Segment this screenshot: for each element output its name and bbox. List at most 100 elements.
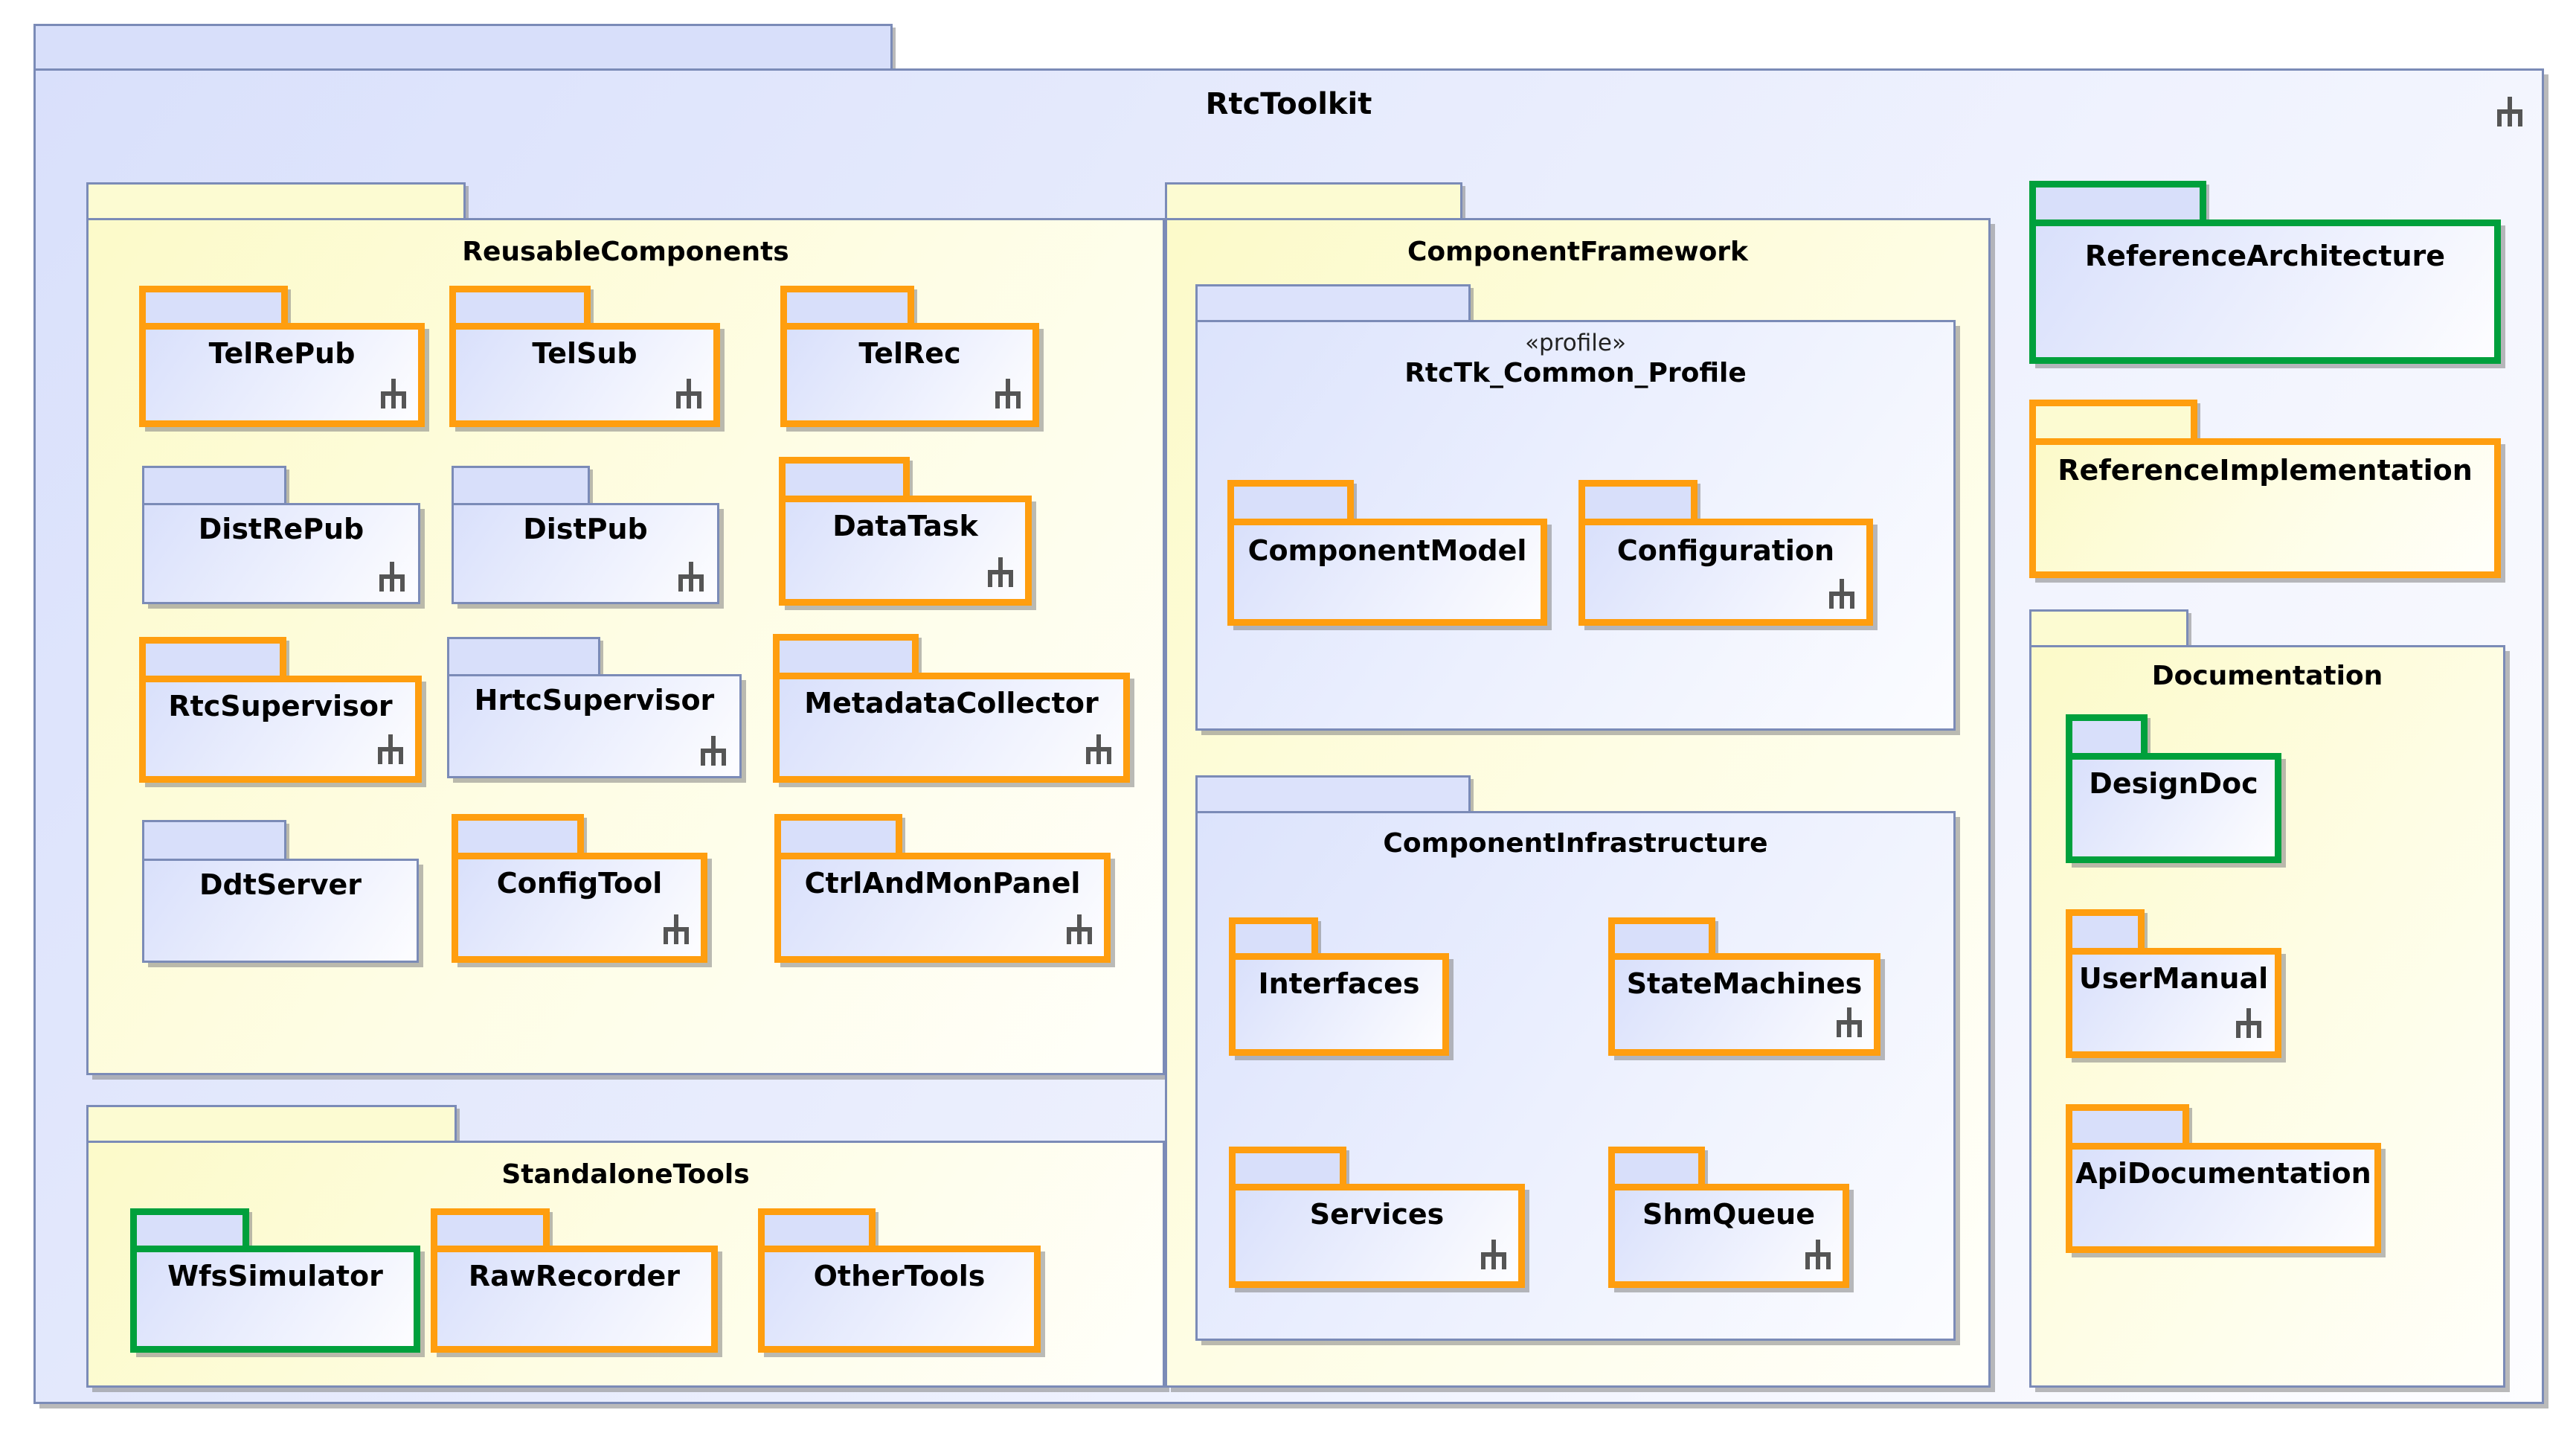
package-tab — [1227, 480, 1354, 522]
package-metadatacollector[interactable]: MetadataCollector — [773, 634, 1130, 783]
package-fork-icon — [988, 557, 1013, 587]
package-tab — [2029, 609, 2188, 647]
package-label: DesignDoc — [2089, 767, 2258, 800]
package-componentframework[interactable]: ComponentFramework «profile» RtcTk_Commo… — [1165, 182, 1991, 1388]
package-label: DistPub — [523, 513, 648, 545]
package-rtcsupervisor[interactable]: RtcSupervisor — [139, 637, 422, 783]
package-body: DistPub — [452, 503, 719, 604]
package-interfaces[interactable]: Interfaces — [1229, 917, 1449, 1056]
package-distpub[interactable]: DistPub — [452, 466, 719, 604]
package-rtctoolkit[interactable]: RtcToolkit ReusableComponents TelRePub — [33, 24, 2544, 1404]
package-configuration[interactable]: Configuration — [1578, 480, 1873, 626]
package-label: ShmQueue — [1642, 1198, 1815, 1231]
package-fork-icon — [995, 379, 1021, 408]
package-body: HrtcSupervisor — [447, 674, 742, 778]
package-label: Interfaces — [1258, 967, 1420, 1000]
package-label: UserManual — [2078, 962, 2269, 995]
package-tab — [773, 634, 919, 676]
package-tab — [780, 286, 914, 326]
package-statemachines[interactable]: StateMachines — [1608, 917, 1880, 1056]
package-fork-icon — [381, 379, 406, 408]
package-fork-icon — [1086, 734, 1111, 764]
group-title: Documentation — [2151, 661, 2383, 691]
package-body: RawRecorder — [431, 1246, 718, 1353]
package-label: TelRec — [858, 337, 961, 370]
package-componentmodel[interactable]: ComponentModel — [1227, 480, 1547, 626]
package-label: RtcSupervisor — [168, 690, 393, 722]
package-label: CtrlAndMonPanel — [804, 867, 1081, 900]
package-configtool[interactable]: ConfigTool — [452, 814, 707, 963]
package-fork-icon — [676, 379, 701, 408]
package-tab — [142, 466, 286, 504]
package-tab — [1608, 1147, 1705, 1187]
package-body: MetadataCollector — [773, 673, 1130, 783]
package-label: ComponentModel — [1247, 534, 1527, 567]
package-label: WfsSimulator — [167, 1260, 383, 1292]
package-body: Interfaces — [1229, 953, 1449, 1056]
package-body: DataTask — [779, 496, 1032, 606]
package-designdoc[interactable]: DesignDoc — [2066, 714, 2281, 863]
package-fork-icon — [701, 736, 726, 766]
package-tab — [452, 466, 590, 504]
package-body: UserManual — [2066, 948, 2281, 1058]
package-body: DistRePub — [142, 503, 420, 604]
package-referencearchitecture[interactable]: ReferenceArchitecture — [2029, 181, 2501, 364]
package-body: CtrlAndMonPanel — [774, 853, 1111, 963]
package-label: ConfigTool — [496, 867, 663, 900]
package-label: DistRePub — [198, 513, 364, 545]
package-rtctk-common-profile[interactable]: «profile» RtcTk_Common_Profile Component… — [1195, 284, 1956, 731]
package-body: ShmQueue — [1608, 1184, 1849, 1288]
package-services[interactable]: Services — [1229, 1147, 1525, 1288]
package-fork-icon — [678, 562, 704, 592]
group-title: ReusableComponents — [462, 237, 789, 267]
package-rawrecorder[interactable]: RawRecorder — [431, 1208, 718, 1353]
group-title: ComponentFramework — [1407, 237, 1748, 267]
package-body: DdtServer — [142, 859, 419, 963]
package-shmqueue[interactable]: ShmQueue — [1608, 1147, 1849, 1288]
package-telrepub[interactable]: TelRePub — [139, 286, 425, 427]
package-tab — [1229, 1147, 1346, 1187]
package-body: Services — [1229, 1184, 1525, 1288]
group-title: ReferenceImplementation — [2058, 454, 2473, 487]
package-standalonetools[interactable]: StandaloneTools WfsSimulator RawRecorder — [86, 1105, 1165, 1388]
package-body: TelSub — [449, 323, 720, 427]
package-distrepub[interactable]: DistRePub — [142, 466, 420, 604]
package-tab — [33, 24, 893, 70]
package-label: TelSub — [532, 337, 637, 370]
package-tab — [774, 814, 902, 856]
package-body: ReferenceArchitecture — [2029, 219, 2501, 364]
package-referenceimplementation[interactable]: ReferenceImplementation — [2029, 400, 2501, 578]
package-fork-icon — [1481, 1240, 1506, 1269]
package-label: MetadataCollector — [804, 687, 1099, 720]
package-apidocumentation[interactable]: ApiDocumentation — [2066, 1104, 2381, 1253]
package-ctrlandmonpanel[interactable]: CtrlAndMonPanel — [774, 814, 1111, 963]
package-wfssimulator[interactable]: WfsSimulator — [130, 1208, 420, 1353]
package-label: RawRecorder — [468, 1260, 681, 1292]
package-tab — [2066, 1104, 2189, 1146]
package-telrec[interactable]: TelRec — [780, 286, 1039, 427]
package-othertools[interactable]: OtherTools — [758, 1208, 1041, 1353]
package-body: Configuration — [1578, 519, 1873, 626]
package-tab — [2029, 400, 2197, 441]
package-fork-icon — [378, 734, 403, 764]
package-body: DesignDoc — [2066, 753, 2281, 863]
package-tab — [1165, 182, 1462, 219]
package-telsub[interactable]: TelSub — [449, 286, 720, 427]
package-datatask[interactable]: DataTask — [779, 457, 1032, 606]
package-hrtcsupervisor[interactable]: HrtcSupervisor — [447, 637, 742, 778]
package-body: WfsSimulator — [130, 1246, 420, 1353]
package-body: OtherTools — [758, 1246, 1041, 1353]
package-tab — [1608, 917, 1715, 956]
package-componentinfrastructure[interactable]: ComponentInfrastructure Interfaces — [1195, 775, 1956, 1341]
package-documentation[interactable]: Documentation DesignDoc UserManual — [2029, 609, 2505, 1388]
package-tab — [1195, 775, 1471, 813]
package-label: Configuration — [1616, 534, 1835, 567]
package-label: Services — [1309, 1198, 1445, 1231]
package-ddtserver[interactable]: DdtServer — [142, 820, 419, 963]
package-tab — [1578, 480, 1697, 522]
package-reusablecomponents[interactable]: ReusableComponents TelRePub T — [86, 182, 1165, 1075]
package-usermanual[interactable]: UserManual — [2066, 909, 2281, 1058]
package-label: DataTask — [832, 510, 978, 542]
package-fork-icon — [379, 562, 405, 592]
package-body: ReusableComponents TelRePub T — [86, 218, 1165, 1075]
